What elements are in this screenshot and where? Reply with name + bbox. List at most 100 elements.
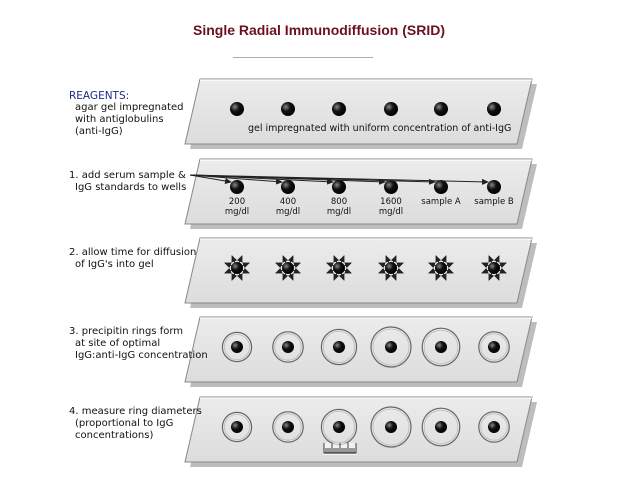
sample-well — [488, 341, 500, 353]
sample-well — [231, 421, 243, 433]
step-line: with antiglobulins — [75, 114, 164, 125]
precipitin-ring-inner — [423, 409, 459, 445]
diffusion-star-icon — [428, 255, 454, 281]
well-label-line: 1600 — [380, 197, 402, 207]
step-line: agar gel impregnated — [75, 102, 184, 113]
precipitin-ring-inner — [480, 413, 508, 441]
precipitin-ring — [478, 411, 510, 443]
loading-arrow — [189, 174, 232, 184]
sample-well — [281, 180, 295, 194]
gel-slide-1 — [184, 78, 537, 149]
sample-well — [231, 262, 243, 274]
slide-plate — [184, 158, 533, 225]
sample-well — [435, 262, 447, 274]
sample-well — [385, 421, 397, 433]
sample-well — [333, 262, 345, 274]
well-label-line: mg/dl — [224, 207, 250, 217]
sample-well — [231, 341, 243, 353]
slide-plate — [184, 78, 533, 145]
well-label: sample A — [411, 197, 471, 207]
diffusion-star-icon — [224, 255, 250, 281]
precipitin-ring-inner — [372, 408, 410, 446]
step-line: (anti-IgG) — [75, 126, 123, 137]
step-measure-rings: 4. measure ring diameters (proportional … — [69, 406, 202, 442]
precipitin-ring-inner — [274, 333, 302, 361]
sample-well — [332, 180, 346, 194]
step-line: concentrations) — [75, 430, 154, 441]
precipitin-ring — [478, 331, 510, 363]
well-label-line: mg/dl — [275, 207, 301, 217]
well-label-line: sample B — [474, 197, 514, 207]
step-line: 1. add serum sample & — [69, 170, 186, 181]
sample-well — [434, 180, 448, 194]
step-line: IgG standards to wells — [75, 182, 187, 193]
precipitin-ring-inner — [274, 413, 302, 441]
sample-well — [488, 262, 500, 274]
slide-caption: gel impregnated with uniform concentrati… — [248, 123, 512, 134]
diffusion-star-icon — [275, 255, 301, 281]
well-label: sample B — [464, 197, 524, 207]
precipitin-ring — [370, 326, 412, 368]
gel-slide-4 — [184, 316, 537, 387]
well-label-line: sample A — [421, 197, 461, 207]
precipitin-ring — [221, 331, 253, 363]
sample-well — [282, 421, 294, 433]
loading-arrow — [189, 174, 489, 185]
gel-slide-2 — [184, 158, 537, 229]
sample-well — [384, 180, 398, 194]
well-label-line: 200 — [228, 197, 246, 207]
sample-well — [435, 341, 447, 353]
sample-well — [333, 421, 345, 433]
precipitin-ring — [421, 327, 461, 367]
step-add-serum: 1. add serum sample & IgG standards to w… — [69, 170, 186, 194]
step-diffusion: 2. allow time for diffusion of IgG's int… — [69, 247, 196, 271]
precipitin-ring-inner — [423, 329, 459, 365]
precipitin-ring — [370, 406, 412, 448]
sample-well — [488, 421, 500, 433]
diffusion-star-icon — [378, 255, 404, 281]
sample-well — [282, 341, 294, 353]
step-line: 4. measure ring diameters — [69, 406, 202, 417]
sample-well — [333, 341, 345, 353]
well-label-line: mg/dl — [378, 207, 404, 217]
precipitin-ring-inner — [322, 330, 355, 363]
well-label-line: 800 — [330, 197, 348, 207]
step-reagents: REAGENTS: agar gel impregnated with anti… — [69, 90, 184, 138]
precipitin-ring-inner — [322, 410, 355, 443]
gel-slide-3 — [184, 237, 537, 308]
sample-well — [435, 421, 447, 433]
title-divider — [233, 57, 373, 58]
gel-slide-5 — [184, 396, 537, 467]
precipitin-ring-inner — [223, 413, 250, 440]
precipitin-ring-inner — [372, 328, 410, 366]
precipitin-ring — [221, 411, 253, 443]
diffusion-star-icon — [481, 255, 507, 281]
precipitin-ring — [272, 411, 304, 443]
page-title: Single Radial Immunodiffusion (SRID) — [193, 22, 445, 38]
well-label-line: mg/dl — [326, 207, 352, 217]
sample-well — [230, 102, 244, 116]
ruler-icon — [323, 443, 357, 455]
sample-well — [281, 102, 295, 116]
precipitin-ring-inner — [223, 333, 250, 360]
step-line: IgG:anti-IgG concentration — [75, 350, 208, 361]
precipitin-ring — [272, 331, 304, 363]
precipitin-ring-inner — [480, 333, 508, 361]
step-line: at site of optimal — [75, 338, 161, 349]
sample-well — [385, 341, 397, 353]
step-line: (proportional to IgG — [75, 418, 174, 429]
step-line: 2. allow time for diffusion — [69, 247, 197, 258]
step-line: 3. precipitin rings form — [69, 326, 184, 337]
sample-well — [434, 102, 448, 116]
sample-well — [384, 102, 398, 116]
sample-well — [332, 102, 346, 116]
precipitin-ring — [320, 328, 358, 366]
precipitin-ring — [421, 407, 461, 447]
diffusion-star-icon — [326, 255, 352, 281]
sample-well — [385, 262, 397, 274]
